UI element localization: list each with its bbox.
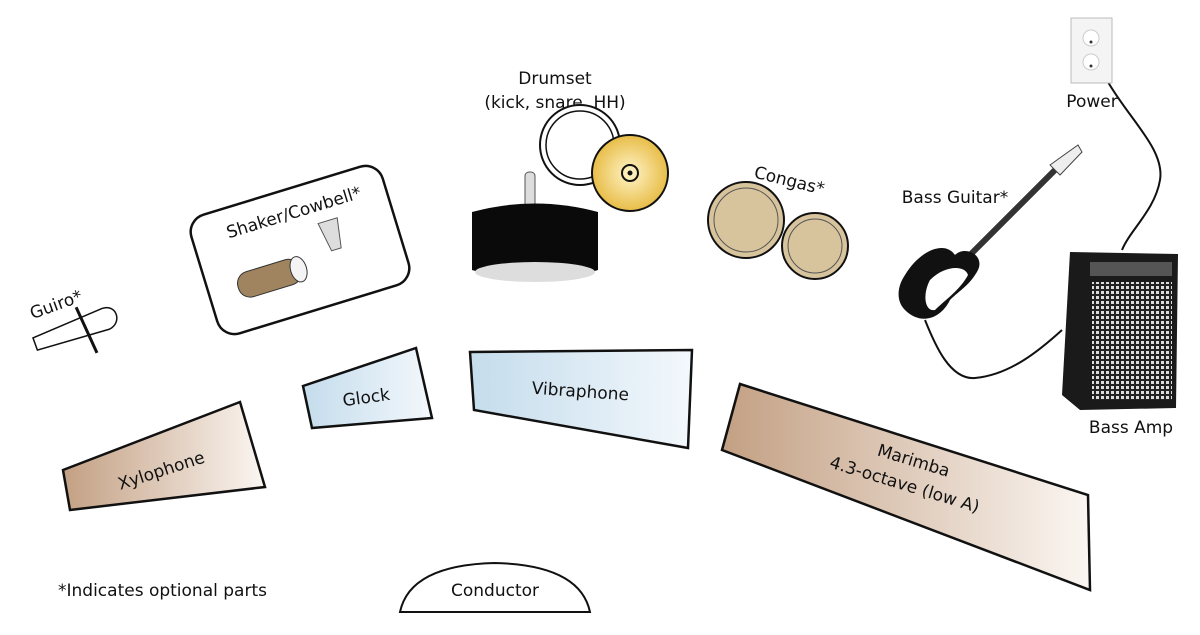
drumset-icon xyxy=(472,104,669,282)
cowbell-icon xyxy=(317,217,342,252)
vibraphone xyxy=(468,348,694,450)
guiro-icon xyxy=(32,306,118,354)
instrument-cable xyxy=(924,319,1063,380)
drumset-label-line1: Drumset xyxy=(518,69,592,89)
optional-parts-footnote: *Indicates optional parts xyxy=(58,581,267,601)
power-cable xyxy=(1107,81,1162,251)
conductor-podium xyxy=(398,561,592,613)
kick-drum xyxy=(472,203,598,280)
power-outlet-icon xyxy=(1070,17,1113,84)
glock xyxy=(301,346,434,430)
xylophone xyxy=(61,400,267,512)
congas-icon xyxy=(707,181,849,280)
power-label: Power xyxy=(1066,92,1117,112)
bass-guitar-label: Bass Guitar* xyxy=(902,188,1008,208)
marimba xyxy=(720,382,1092,592)
shaker-cowbell-box: Shaker/Cowbell* xyxy=(189,164,411,336)
drumset-label-line2: (kick, snare, HH) xyxy=(484,93,625,113)
bass-amp-label: Bass Amp xyxy=(1089,418,1173,438)
bass-guitar-icon xyxy=(898,144,1083,319)
guiro-label: Guiro* xyxy=(27,287,85,324)
conductor-label: Conductor xyxy=(451,581,539,601)
shaker-icon xyxy=(237,256,308,298)
bass-amp-icon xyxy=(1062,252,1178,410)
